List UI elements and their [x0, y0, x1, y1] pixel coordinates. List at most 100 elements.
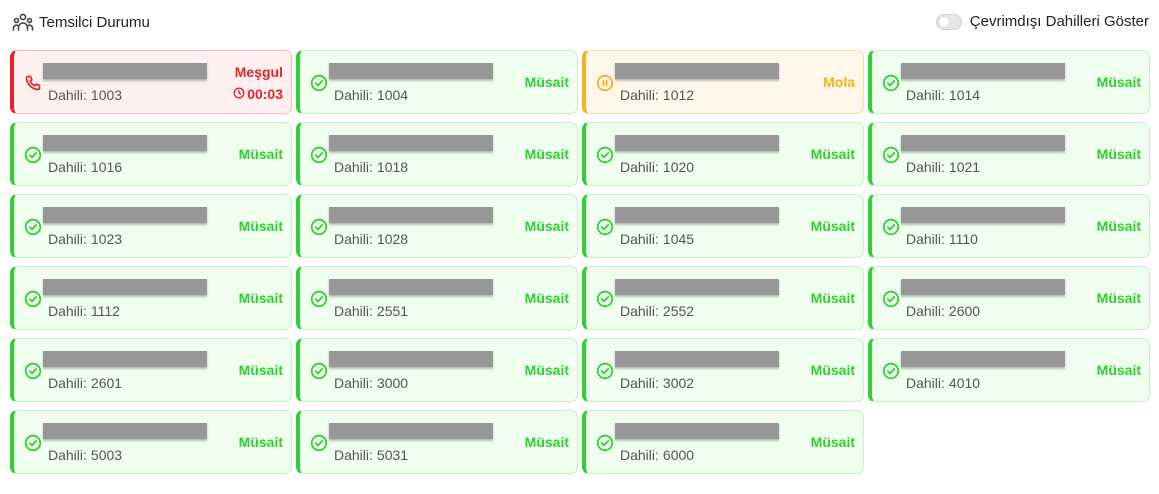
extension-number: 1045	[662, 231, 695, 247]
extension-label: Dahili:	[48, 231, 87, 247]
agent-card-2552[interactable]: Dahili:2552 Müsait	[582, 266, 864, 330]
extension-number: 1028	[376, 231, 409, 247]
extension-label: Dahili:	[906, 87, 945, 103]
extension-number: 5031	[376, 447, 409, 463]
agent-extension: Dahili:6000	[620, 447, 694, 463]
check-circle-icon	[24, 434, 42, 452]
check-circle-icon	[310, 290, 328, 308]
check-circle-icon	[596, 434, 614, 452]
status-badge: Meşgul	[234, 64, 283, 80]
agent-name-redacted	[901, 207, 1065, 223]
extension-number: 1112	[90, 303, 120, 319]
status-badge: Müsait	[524, 362, 569, 378]
extension-label: Dahili:	[48, 303, 87, 319]
agent-name-redacted	[43, 423, 207, 439]
page-title: Temsilci Durumu	[39, 13, 150, 31]
agent-extension: Dahili:4010	[906, 375, 980, 391]
agent-name-redacted	[329, 279, 493, 295]
check-circle-icon	[596, 218, 614, 236]
extension-label: Dahili:	[48, 87, 87, 103]
check-circle-icon	[310, 362, 328, 380]
show-offline-toggle[interactable]	[935, 13, 962, 30]
extension-label: Dahili:	[334, 303, 373, 319]
agent-extension: Dahili:1110	[906, 231, 978, 247]
extension-label: Dahili:	[620, 303, 659, 319]
extension-label: Dahili:	[906, 231, 945, 247]
check-circle-icon	[24, 146, 42, 164]
agent-extension: Dahili:1014	[906, 87, 980, 103]
extension-number: 3000	[376, 375, 409, 391]
agent-name-redacted	[901, 135, 1065, 151]
status-badge: Müsait	[238, 434, 283, 450]
agent-name-redacted	[43, 351, 207, 367]
clock-icon	[233, 86, 247, 102]
agent-extension: Dahili:2552	[620, 303, 694, 319]
show-offline-label[interactable]: Çevrimdışı Dahilleri Göster	[969, 13, 1149, 30]
extension-label: Dahili:	[620, 231, 659, 247]
agent-card-4010[interactable]: Dahili:4010 Müsait	[868, 338, 1150, 402]
agent-extension: Dahili:1012	[620, 87, 694, 103]
extension-label: Dahili:	[620, 447, 659, 463]
check-circle-icon	[310, 74, 328, 92]
agent-name-redacted	[901, 279, 1065, 295]
check-circle-icon	[24, 218, 42, 236]
check-circle-icon	[596, 290, 614, 308]
status-badge: Müsait	[524, 146, 569, 162]
status-badge: Müsait	[810, 290, 855, 306]
show-offline-toggle-wrap: Çevrimdışı Dahilleri Göster	[935, 13, 1149, 30]
extension-label: Dahili:	[334, 231, 373, 247]
users-icon	[12, 11, 34, 33]
agent-extension: Dahili:2600	[906, 303, 980, 319]
check-circle-icon	[596, 362, 614, 380]
extension-number: 1003	[90, 87, 123, 103]
agent-name-redacted	[901, 351, 1065, 367]
panel-title: Temsilci Durumu	[12, 11, 150, 33]
check-circle-icon	[882, 362, 900, 380]
toggle-knob	[938, 16, 949, 27]
check-circle-icon	[882, 218, 900, 236]
extension-number: 3002	[662, 375, 695, 391]
extension-number: 1020	[662, 159, 695, 175]
agent-name-redacted	[43, 135, 207, 151]
agent-extension: Dahili:1020	[620, 159, 694, 175]
check-circle-icon	[310, 218, 328, 236]
agent-extension: Dahili:1028	[334, 231, 408, 247]
agent-name-redacted	[329, 351, 493, 367]
extension-number: 1016	[90, 159, 123, 175]
agent-extension: Dahili:2601	[48, 375, 122, 391]
extension-label: Dahili:	[334, 159, 373, 175]
agent-card-5003[interactable]: Dahili:5003 Müsait	[10, 410, 292, 474]
agent-name-redacted	[329, 423, 493, 439]
agent-extension: Dahili:2551	[334, 303, 408, 319]
agent-card-1018[interactable]: Dahili:1018 Müsait	[296, 122, 578, 186]
status-badge: Müsait	[238, 218, 283, 234]
agent-name-redacted	[615, 135, 779, 151]
extension-label: Dahili:	[48, 375, 87, 391]
extension-number: 4010	[948, 375, 981, 391]
extension-number: 1110	[948, 231, 978, 247]
status-badge: Müsait	[1096, 362, 1141, 378]
agent-name-redacted	[329, 207, 493, 223]
agent-extension: Dahili:5003	[48, 447, 122, 463]
extension-number: 1018	[376, 159, 409, 175]
agent-name-redacted	[43, 63, 207, 79]
